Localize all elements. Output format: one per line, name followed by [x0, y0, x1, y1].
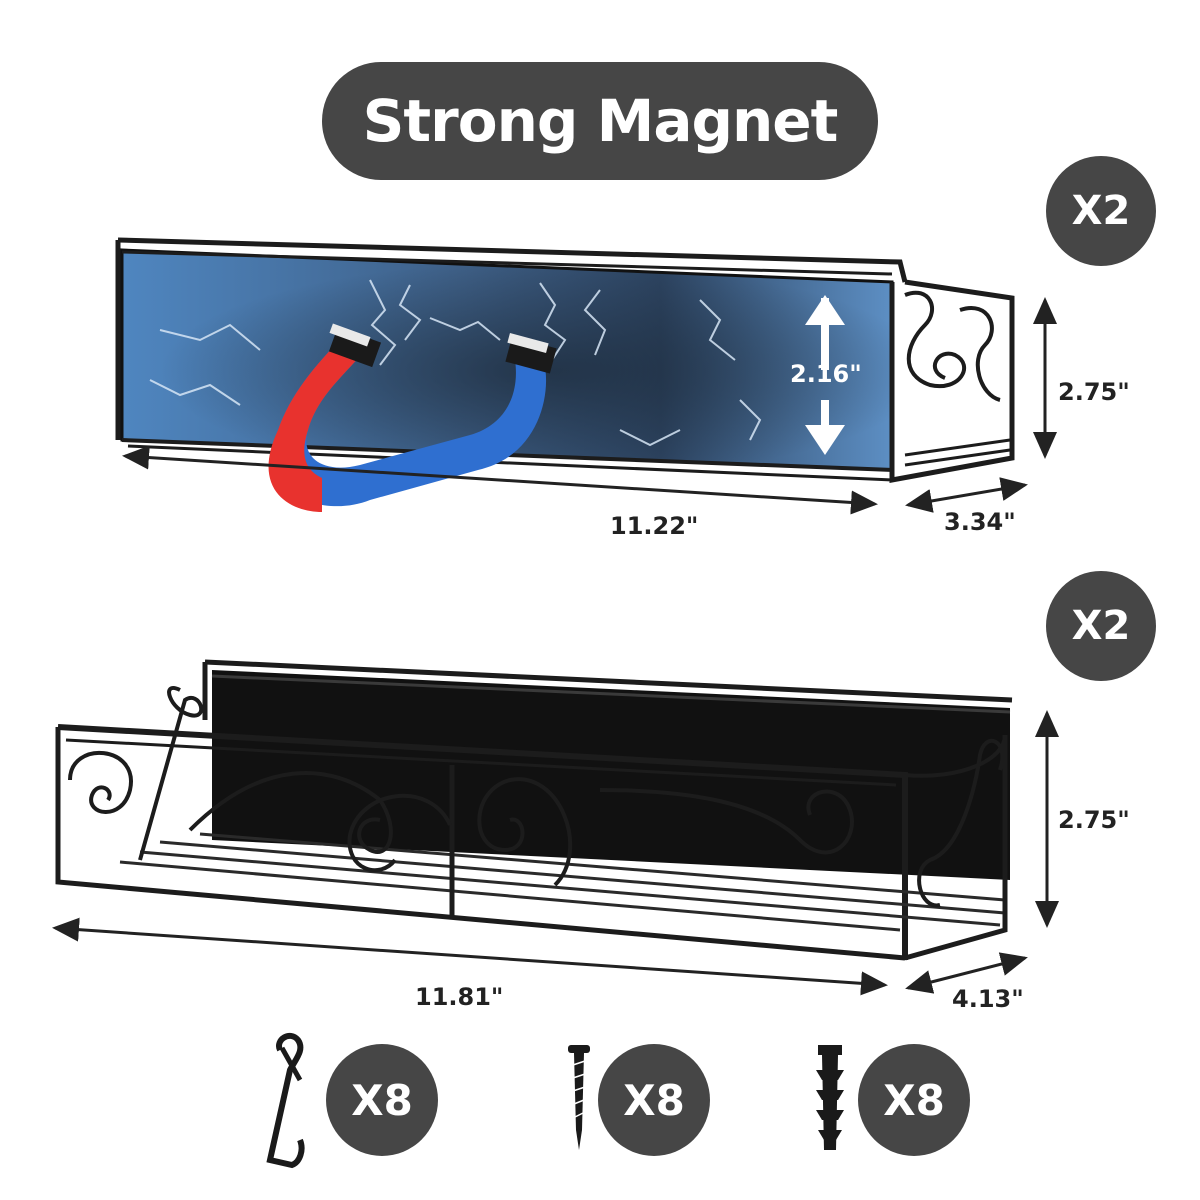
- rack2-width-label: 11.81": [415, 983, 504, 1011]
- anchor-quantity: X8: [883, 1075, 945, 1125]
- rack2-quantity: X2: [1071, 603, 1131, 649]
- anchor-quantity-badge: X8: [858, 1044, 970, 1156]
- wall-anchor-icon: [816, 1045, 844, 1150]
- screw-quantity: X8: [623, 1075, 685, 1125]
- rack1-quantity-badge: X2: [1046, 156, 1156, 266]
- page-title: Strong Magnet: [362, 87, 839, 155]
- hook-icon: [266, 1032, 305, 1169]
- lightning-effect: [149, 279, 762, 447]
- rack1-width-label: 11.22": [610, 512, 699, 540]
- hook-quantity: X8: [351, 1075, 413, 1125]
- screw-icon: [568, 1045, 590, 1150]
- hook-quantity-badge: X8: [326, 1044, 438, 1156]
- scroll-rack: [52, 659, 1059, 996]
- rack1-depth-label: 3.34": [944, 508, 1016, 536]
- rack2-depth-label: 4.13": [952, 985, 1024, 1013]
- magnetic-rack: [115, 237, 1057, 515]
- title-banner: Strong Magnet: [322, 62, 878, 180]
- screw-quantity-badge: X8: [598, 1044, 710, 1156]
- rack1-height-label: 2.75": [1058, 378, 1130, 406]
- magnet-height-label: 2.16": [790, 360, 862, 388]
- rack2-height-label: 2.75": [1058, 806, 1130, 834]
- rack2-quantity-badge: X2: [1046, 571, 1156, 681]
- rack1-quantity: X2: [1071, 188, 1131, 234]
